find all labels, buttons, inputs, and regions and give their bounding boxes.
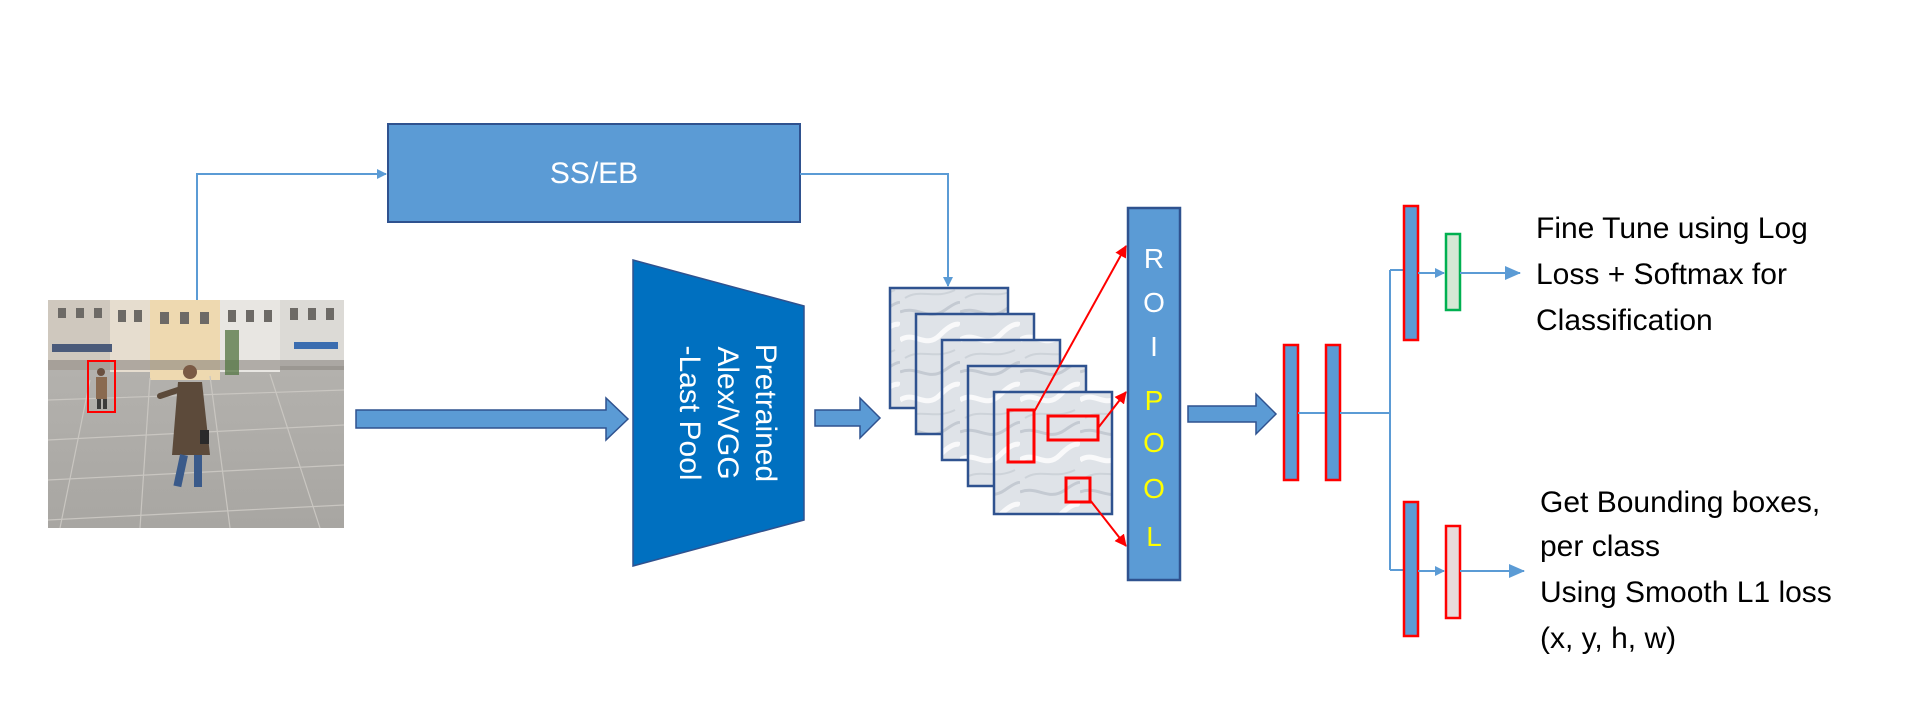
roi-letter-o: O (1143, 287, 1165, 318)
fc-layer-2 (1324, 343, 1342, 482)
bbox-text: Get Bounding boxes, per class Using Smoo… (1540, 486, 1832, 655)
sseb-label: SS/EB (550, 157, 638, 190)
classification-line-2: Loss + Softmax for (1536, 258, 1787, 291)
roi-arrow-1 (1033, 245, 1127, 413)
detection-box (87, 360, 116, 413)
pool-letter-o-1: O (1143, 427, 1165, 458)
arrow-sseb-to-features (800, 173, 953, 287)
cnn-block: Pretrained Alex/VGG -Last Pool (632, 259, 805, 567)
cnn-label-line-2: Alex/VGG (711, 346, 744, 479)
feature-map-stack (888, 286, 1114, 516)
cnn-label-line-3: -Last Pool (673, 345, 706, 480)
roi-arrow-3 (1089, 499, 1127, 547)
roi-pool-bar: R O I P O O L (1126, 206, 1182, 582)
classification-text: Fine Tune using Log Loss + Softmax for C… (1536, 212, 1808, 337)
classification-line-3: Classification (1536, 304, 1713, 337)
pool-letter-l: L (1146, 521, 1162, 552)
roi-letter-r: R (1144, 243, 1164, 274)
pool-letter-o-2: O (1143, 473, 1165, 504)
bbox-regressor-layer (1444, 524, 1462, 620)
pool-letter-p: P (1145, 385, 1164, 416)
roi-region-1 (1006, 408, 1036, 464)
roi-letter-i: I (1150, 331, 1158, 362)
cnn-label-line-1: Pretrained (749, 344, 782, 482)
bbox-line-3: Using Smooth L1 loss (1540, 576, 1832, 609)
fc-layer-1 (1282, 343, 1300, 482)
cls-fc-layer (1402, 204, 1420, 342)
roi-arrow-2 (1097, 391, 1127, 429)
arrow-roipool-to-fc (1187, 392, 1278, 436)
roi-region-3 (1064, 476, 1092, 504)
bbox-fc-layer (1402, 500, 1420, 638)
arrow-photo-to-sseb (196, 169, 387, 300)
classification-line-1: Fine Tune using Log (1536, 212, 1808, 245)
arrow-photo-to-cnn (355, 396, 630, 442)
sseb-block: SS/EB (387, 123, 801, 223)
softmax-layer (1444, 232, 1462, 312)
bbox-line-2: per class (1540, 530, 1660, 563)
street-photo (47, 300, 345, 529)
arrow-cnn-to-features (814, 396, 882, 440)
bbox-line-4: (x, y, h, w) (1540, 622, 1676, 655)
bbox-line-1: Get Bounding boxes, (1540, 486, 1820, 519)
